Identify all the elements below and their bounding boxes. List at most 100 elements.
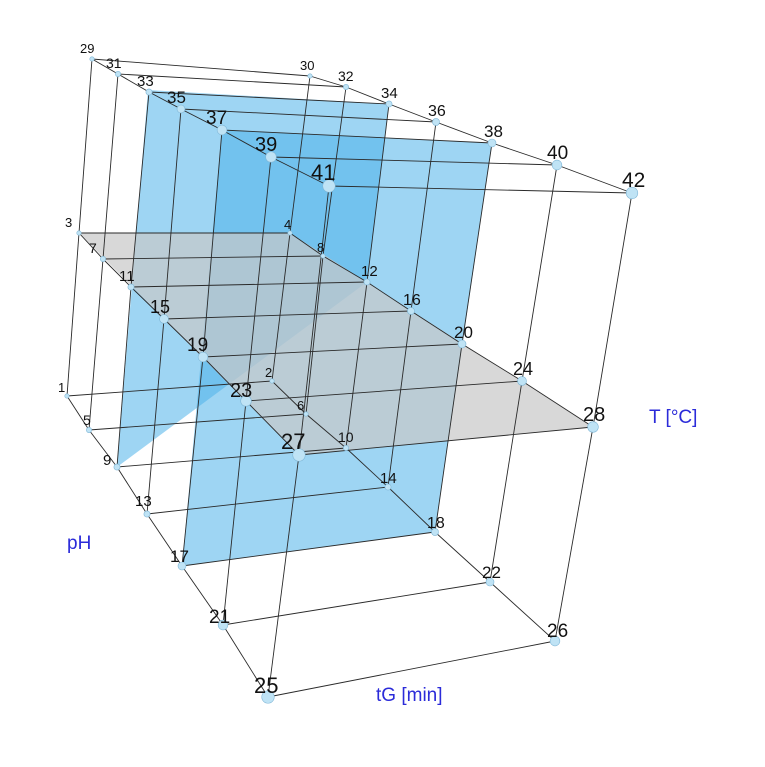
grid-edge-15-16 [163, 310, 412, 320]
grid-edge-29-30 [91, 58, 311, 77]
point-label-3: 3 [65, 215, 72, 230]
grid-edge-16-14 [387, 310, 412, 488]
design-point-4 [287, 230, 293, 236]
grid-edge-22-26 [489, 581, 556, 642]
grid-edge-23-24 [245, 380, 523, 402]
grid-edge-6-10 [305, 413, 347, 449]
design-point-21 [217, 619, 229, 631]
design-point-37 [216, 124, 228, 136]
ph-axis-label: pH [67, 533, 91, 554]
grid-edge-37-39 [221, 129, 272, 158]
grid-edge-11-12 [130, 281, 368, 288]
grid-edge-36-16 [410, 121, 437, 312]
design-point-25 [261, 690, 275, 704]
design-point-6 [303, 411, 309, 417]
grid-edge-33-11 [130, 91, 150, 288]
point-label-15: 15 [150, 297, 170, 317]
point-label-27: 27 [281, 429, 305, 454]
design-point-9 [113, 463, 121, 471]
grid-edge-37-19 [202, 129, 223, 358]
point-label-33: 33 [137, 73, 154, 90]
design-point-14 [384, 483, 392, 491]
grid-edge-40-24 [521, 164, 558, 382]
grid-edge-19-23 [202, 356, 247, 402]
point-label-36: 36 [428, 103, 446, 120]
grid-edge-19-17 [181, 356, 204, 567]
point-label-9: 9 [103, 452, 111, 469]
grid-edge-35-15 [163, 108, 182, 320]
grid-edge-33-34 [148, 91, 390, 105]
grid-edge-42-28 [592, 192, 633, 428]
grid-edge-9-10 [116, 447, 347, 468]
grid-edge-16-20 [410, 310, 463, 345]
grid-edge-29-31 [91, 58, 119, 75]
grid-edge-38-40 [491, 142, 558, 166]
grid-edge-7-11 [102, 258, 132, 288]
point-label-12: 12 [361, 263, 378, 280]
grid-edge-7-8 [102, 255, 324, 260]
grid-edge-13-17 [146, 513, 183, 567]
grid-edge-17-18 [181, 531, 436, 567]
grid-edge-8-12 [322, 255, 368, 283]
grid-edge-23-21 [222, 400, 247, 626]
point-label-11: 11 [119, 268, 135, 285]
point-label-38: 38 [484, 122, 503, 141]
grid-edge-12-16 [366, 281, 412, 312]
grid-edge-37-38 [221, 129, 493, 144]
design-point-28 [587, 421, 599, 433]
point-label-1: 1 [58, 380, 65, 395]
grid-edge-41-42 [328, 185, 633, 194]
design-point-1 [64, 393, 70, 399]
grid-edge-31-7 [102, 73, 119, 260]
point-label-24: 24 [513, 359, 533, 379]
design-point-13 [143, 510, 151, 518]
grid-edge-31-32 [117, 73, 347, 88]
grid-edge-12-10 [345, 281, 368, 449]
grid-edge-9-13 [116, 466, 148, 515]
grid-edge-41-27 [298, 185, 330, 456]
grid-edge-20-24 [461, 343, 523, 382]
point-label-23: 23 [230, 380, 252, 402]
design-point-3 [76, 230, 82, 236]
point-label-40: 40 [547, 143, 568, 164]
design-point-36 [432, 118, 440, 126]
grid-edges [66, 58, 633, 698]
grid-edge-34-36 [388, 103, 437, 123]
design-point-18 [431, 528, 439, 536]
design-point-39 [265, 151, 277, 163]
grid-edge-39-41 [270, 156, 330, 187]
design-point-12 [363, 278, 371, 286]
grid-edge-21-22 [222, 581, 491, 626]
design-point-35 [176, 104, 186, 114]
grid-edge-21-25 [222, 624, 269, 698]
grid-edge-1-5 [66, 395, 90, 431]
grid-edge-33-35 [148, 91, 182, 110]
design-point-30 [307, 73, 313, 79]
grid-edge-20-18 [434, 343, 463, 533]
temperature-axis-label: T [°C] [649, 407, 697, 428]
design-point-23 [240, 395, 252, 407]
time-axis-label: tG [min] [376, 685, 443, 706]
design-point-19 [197, 351, 209, 363]
grid-edge-5-9 [88, 429, 118, 468]
grid-edge-17-21 [181, 565, 224, 626]
design-points [64, 56, 639, 704]
design-point-5 [86, 427, 92, 433]
grid-edge-7-5 [88, 258, 104, 431]
point-label-26: 26 [547, 621, 568, 642]
grid-edge-15-19 [163, 318, 204, 358]
grid-edge-32-34 [345, 86, 390, 105]
point-label-21: 21 [209, 607, 230, 628]
point-label-22: 22 [482, 563, 501, 582]
point-label-42: 42 [622, 169, 645, 192]
point-label-16: 16 [403, 292, 421, 309]
design-point-16 [407, 307, 415, 315]
design-point-34 [385, 100, 393, 108]
point-label-4: 4 [284, 217, 291, 232]
section-planes [79, 90, 593, 566]
grid-edge-2-6 [271, 380, 307, 415]
design-point-24 [517, 376, 527, 386]
point-label-34: 34 [381, 85, 398, 102]
point-label-31: 31 [106, 55, 122, 71]
